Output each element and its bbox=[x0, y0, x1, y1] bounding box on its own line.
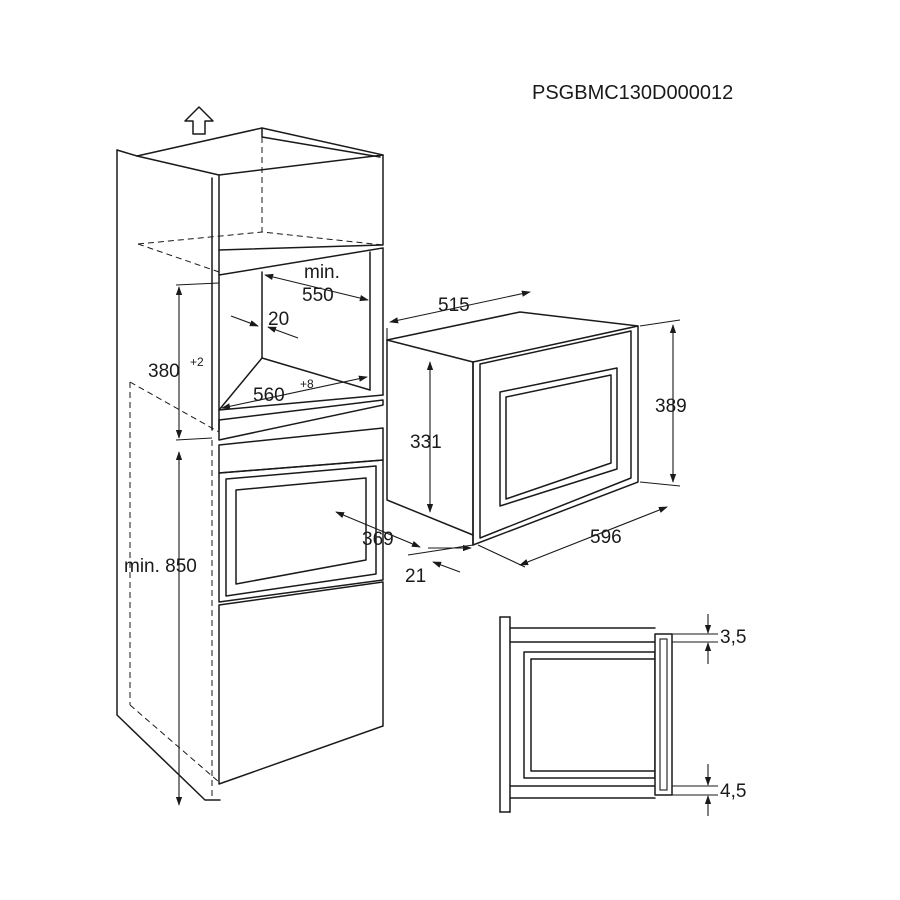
niche-height-label: 380 bbox=[148, 361, 180, 382]
bottom-gap-label: 4,5 bbox=[720, 781, 746, 802]
appliance-frame-height-label: 389 bbox=[655, 396, 687, 417]
cabinet-dimensions: 380 +2 min. 850 min. 550 20 560 +8 bbox=[124, 262, 369, 806]
arrow-up-icon bbox=[184, 106, 214, 135]
tall-cabinet bbox=[116, 127, 384, 801]
appliance-body-height-label: 331 bbox=[410, 432, 442, 453]
appliance-width-label: 596 bbox=[590, 527, 622, 548]
top-gap-label: 3,5 bbox=[720, 627, 746, 648]
niche-gap-label: 20 bbox=[268, 309, 289, 330]
cabinet-height-label: min. 850 bbox=[124, 556, 197, 577]
appliance-body-depth-label: 369 bbox=[362, 529, 394, 550]
frame-thickness-label: 21 bbox=[405, 566, 426, 587]
appliance-depth-label: 515 bbox=[438, 295, 470, 316]
niche-height-tolerance: +2 bbox=[190, 355, 204, 369]
niche-width-tolerance: +8 bbox=[300, 377, 314, 391]
niche-width-label: 560 bbox=[253, 385, 285, 406]
niche-depth-prefix: min. bbox=[304, 262, 340, 283]
niche-depth-value: 550 bbox=[302, 285, 334, 306]
drawing-code: PSGBMC130D000012 bbox=[532, 82, 733, 104]
microwave-3d bbox=[386, 311, 639, 546]
microwave-dimensions: 515 389 331 596 369 21 bbox=[335, 290, 687, 587]
cross-section: 3,5 4,5 bbox=[499, 614, 746, 816]
